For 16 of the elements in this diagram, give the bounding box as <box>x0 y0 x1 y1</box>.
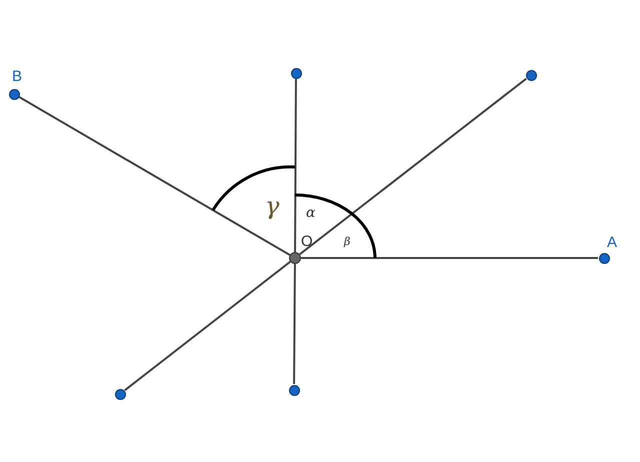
point-label: B <box>12 69 22 84</box>
line-segment <box>18 96 290 256</box>
angle-label: α <box>306 206 316 220</box>
line-segment <box>301 257 598 259</box>
angle-label: γ <box>265 194 280 218</box>
point-dot <box>526 70 536 80</box>
line-segment <box>294 79 297 252</box>
point-label: O <box>301 234 313 249</box>
line-segment <box>293 264 296 384</box>
line-segment <box>299 78 527 256</box>
point-dot <box>288 384 300 396</box>
point-dot <box>290 68 302 78</box>
line-segment <box>124 260 291 392</box>
angle-label: β <box>344 236 350 247</box>
point-label: A <box>607 235 618 250</box>
point-dot <box>114 388 126 400</box>
